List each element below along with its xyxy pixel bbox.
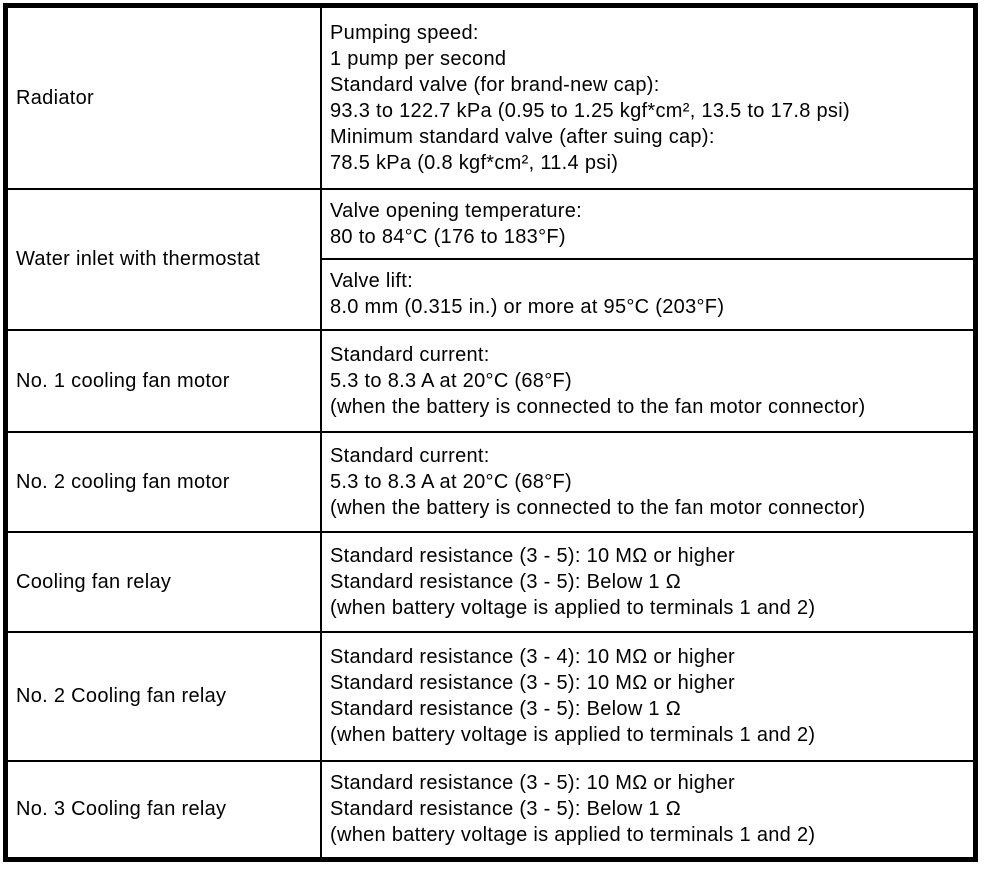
component-label: No. 3 Cooling fan relay (16, 798, 227, 821)
spec-line: (when battery voltage is applied to term… (330, 596, 816, 619)
component-label: Water inlet with thermostat (16, 248, 261, 270)
spec-cell: Pumping speed: 1 pump per second Standar… (320, 4, 977, 190)
component-cell: No. 2 cooling fan motor (4, 430, 322, 533)
spec-line: Standard resistance (3 - 5): 10 MΩ or hi… (330, 672, 735, 694)
spec-line: 5.3 to 8.3 A at 20°C (68°F) (330, 470, 573, 493)
spec-line: Valve opening temperature: (330, 199, 583, 222)
component-label: Cooling fan relay (16, 570, 172, 593)
spec-cell: Standard current: 5.3 to 8.3 A at 20°C (… (320, 328, 977, 433)
spec-cell: Standard current: 5.3 to 8.3 A at 20°C (… (320, 430, 977, 533)
component-label: No. 2 cooling fan motor (16, 470, 230, 493)
spec-cell: Standard resistance (3 - 4): 10 MΩ or hi… (320, 630, 977, 762)
spec-line: Standard resistance (3 - 5): 10 MΩ or hi… (330, 544, 735, 567)
table-row: Cooling fan relay Standard resistance (3… (4, 530, 977, 633)
spec-line: Standard current: (330, 343, 490, 366)
component-cell: Radiator (4, 4, 322, 190)
spec-line: Standard resistance (3 - 5): Below 1 Ω (330, 698, 681, 720)
spec-cell: Valve opening temperature: 80 to 84°C (1… (320, 187, 977, 260)
spec-line: 93.3 to 122.7 kPa (0.95 to 1.25 kgf*cm²,… (330, 99, 850, 122)
spec-line: 78.5 kPa (0.8 kgf*cm², 11.4 psi) (330, 151, 619, 174)
table-row: No. 2 Cooling fan relay Standard resista… (4, 630, 977, 762)
table-row: No. 2 cooling fan motor Standard current… (4, 430, 977, 533)
spec-line: Minimum standard valve (after suing cap)… (330, 125, 715, 148)
component-label: No. 2 Cooling fan relay (16, 685, 227, 707)
spec-line: Pumping speed: (330, 21, 479, 44)
spec-cell: Valve lift: 8.0 mm (0.315 in.) or more a… (320, 257, 977, 331)
spec-line: (when battery voltage is applied to term… (330, 824, 816, 847)
spec-cell: Standard resistance (3 - 5): 10 MΩ or hi… (320, 530, 977, 633)
table-row: No. 3 Cooling fan relay Standard resista… (4, 759, 977, 861)
spec-line: 1 pump per second (330, 47, 507, 70)
component-cell: No. 3 Cooling fan relay (4, 759, 322, 861)
spec-line: Standard current: (330, 444, 490, 467)
spec-line: (when the battery is connected to the fa… (330, 395, 866, 418)
table-row: Valve lift: 8.0 mm (0.315 in.) or more a… (6, 257, 977, 331)
spec-line: 80 to 84°C (176 to 183°F) (330, 225, 566, 248)
spec-line: Standard resistance (3 - 5): Below 1 Ω (330, 798, 681, 821)
spec-cell: Standard resistance (3 - 5): 10 MΩ or hi… (320, 759, 977, 861)
component-label: Radiator (16, 86, 94, 109)
component-cell: Water inlet with thermostat (4, 187, 322, 331)
spec-line: 5.3 to 8.3 A at 20°C (68°F) (330, 369, 573, 392)
component-label: No. 1 cooling fan motor (16, 369, 230, 392)
spec-line: Valve lift: (330, 270, 413, 292)
component-cell: No. 2 Cooling fan relay (4, 630, 322, 762)
spec-line: (when the battery is connected to the fa… (330, 496, 866, 519)
table-row: Radiator Pumping speed: 1 pump per secon… (4, 4, 977, 190)
spec-line: Standard valve (for brand-new cap): (330, 73, 660, 96)
spec-line: 8.0 mm (0.315 in.) or more at 95°C (203°… (330, 296, 725, 318)
spec-table: Radiator Pumping speed: 1 pump per secon… (3, 3, 978, 862)
spec-line: Standard resistance (3 - 5): 10 MΩ or hi… (330, 772, 735, 795)
spec-line: (when battery voltage is applied to term… (330, 724, 816, 746)
component-cell: No. 1 cooling fan motor (4, 328, 322, 433)
table-row: No. 1 cooling fan motor Standard current… (4, 328, 977, 433)
table-row: Water inlet with thermostat Valve openin… (4, 187, 977, 331)
component-cell: Cooling fan relay (4, 530, 322, 633)
spec-line: Standard resistance (3 - 5): Below 1 Ω (330, 570, 681, 593)
spec-line: Standard resistance (3 - 4): 10 MΩ or hi… (330, 646, 735, 668)
